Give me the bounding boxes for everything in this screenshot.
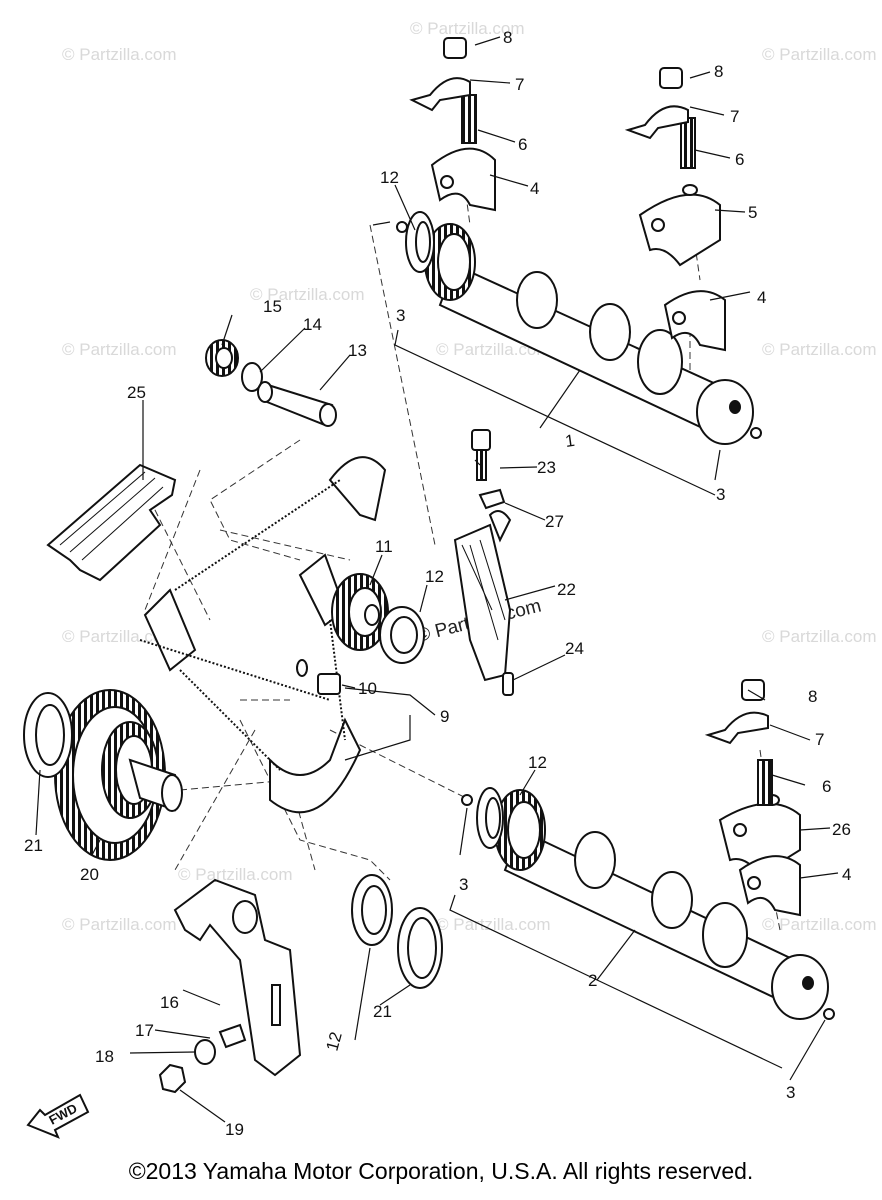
washer-18 [194, 1039, 216, 1065]
nuts-8 [443, 37, 765, 701]
callout-6: 6 [518, 135, 527, 154]
callout-5: 5 [748, 203, 757, 222]
callout-7: 7 [515, 75, 524, 94]
seal-idler [379, 606, 425, 664]
callout-1: 1 [564, 431, 576, 451]
callout-3: 3 [786, 1083, 795, 1102]
callout-9: 9 [440, 707, 449, 726]
watermark: © Partzilla.com [436, 915, 551, 934]
callout-25: 25 [127, 383, 146, 402]
collar-17 [218, 1023, 247, 1049]
watermark: © Partzilla.com [62, 915, 177, 934]
callout-26: 26 [832, 820, 851, 839]
studs-6 [461, 94, 773, 806]
callout-3: 3 [459, 875, 468, 894]
timing-chain [139, 456, 387, 814]
callout-20: 20 [80, 865, 99, 884]
camshaft-upper [438, 263, 762, 445]
watermark: © Partzilla.com [62, 340, 177, 359]
cam-cap-5 [638, 184, 721, 267]
callout-10: 10 [358, 679, 377, 698]
bearing-15 [205, 339, 239, 377]
callout-21: 21 [24, 836, 43, 855]
callout-numbers: 1 2 3 3 3 3 4 4 4 5 6 6 6 7 7 7 8 8 8 9 … [24, 28, 851, 1139]
callout-12: 12 [323, 1030, 346, 1053]
watermark: © Partzilla.com [436, 340, 551, 359]
callout-7: 7 [730, 107, 739, 126]
bracket-lines [372, 221, 783, 1069]
callout-12: 12 [528, 753, 547, 772]
callout-13: 13 [348, 341, 367, 360]
callout-4: 4 [757, 288, 766, 307]
cam-cap-4-lower [738, 855, 801, 917]
seal-upper-cam [405, 211, 435, 273]
pin-24 [502, 672, 514, 696]
callout-23: 23 [537, 458, 556, 477]
callout-8: 8 [808, 687, 817, 706]
cam-cap-4-right [663, 290, 726, 352]
callout-15: 15 [263, 297, 282, 316]
chain-damper [453, 510, 512, 682]
watermark: © Partzilla.com [62, 627, 177, 646]
watermark: © Partzilla.com [762, 340, 877, 359]
crank-gear [54, 689, 183, 861]
cam-cap-4-upper-left [430, 147, 496, 212]
callout-11: 11 [375, 537, 393, 556]
master-link [296, 659, 341, 695]
idler-shaft [257, 381, 337, 427]
callout-8: 8 [503, 28, 512, 47]
callout-2: 2 [588, 971, 597, 990]
callout-19: 19 [225, 1120, 244, 1139]
leader-lines [35, 36, 839, 1123]
callout-14: 14 [303, 315, 322, 334]
callout-8: 8 [714, 62, 723, 81]
circlip-14 [241, 362, 263, 392]
callout-12: 12 [380, 168, 399, 187]
callout-6: 6 [822, 777, 831, 796]
callout-12: 12 [425, 567, 444, 586]
callout-27: 27 [545, 512, 564, 531]
seal-lower-cam [476, 787, 504, 849]
callout-4: 4 [530, 179, 539, 198]
callout-3: 3 [396, 306, 405, 325]
sprocket-lower-cam [461, 789, 546, 871]
callout-4: 4 [842, 865, 851, 884]
watermark: © Partzilla.com [762, 627, 877, 646]
callout-21: 21 [373, 1002, 392, 1021]
callout-17: 17 [135, 1021, 154, 1040]
callout-22: 22 [557, 580, 576, 599]
shim-21-lower [397, 907, 443, 989]
callout-18: 18 [95, 1047, 114, 1066]
shim-21-left [23, 692, 73, 778]
watermark: © Partzilla.com [62, 45, 177, 64]
callout-24: 24 [565, 639, 584, 658]
copyright-notice: ©2013 Yamaha Motor Corporation, U.S.A. A… [128, 1158, 754, 1184]
washer-27 [478, 488, 506, 510]
forward-arrow-icon: FWD [26, 1093, 90, 1139]
callout-3: 3 [716, 485, 725, 504]
watermark: © Partzilla.com [250, 285, 365, 304]
seal-lower [351, 874, 393, 946]
bolt-19 [158, 1063, 187, 1094]
bolt-23 [471, 429, 491, 481]
sprocket-upper-cam [396, 221, 476, 301]
clamps-7 [409, 77, 769, 745]
lower-chain-guide [173, 878, 302, 1077]
callout-16: 16 [160, 993, 179, 1012]
watermark: © Partzilla.com [410, 19, 525, 38]
chain-guide-top [46, 463, 177, 582]
watermark: © Partzilla.com [178, 865, 293, 884]
callout-6: 6 [735, 150, 744, 169]
camshaft-lower [503, 828, 835, 1020]
idler-sprocket [331, 573, 389, 651]
watermark: © Partzilla.com [762, 915, 877, 934]
watermark: © Partzilla.com [762, 45, 877, 64]
callout-7: 7 [815, 730, 824, 749]
